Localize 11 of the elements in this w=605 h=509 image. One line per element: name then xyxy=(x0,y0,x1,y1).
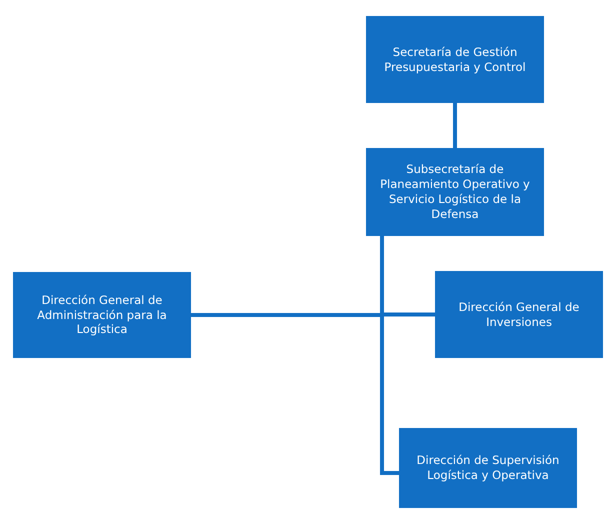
org-unit-label: Dirección de Supervisión Logística y Operativa xyxy=(416,453,560,483)
connector-line xyxy=(453,103,457,148)
org-box xyxy=(399,428,577,508)
org-unit-label: Dirección General de Administración para la Logística xyxy=(36,292,168,338)
org-box xyxy=(13,272,191,358)
org-unit-label: Dirección General de Inversiones xyxy=(458,300,580,330)
org-unit-label: Secretaría de Gestión Presupuestaria y Control xyxy=(383,44,527,74)
org-box xyxy=(435,271,603,358)
org-box xyxy=(366,16,544,103)
org-box xyxy=(366,148,544,236)
org-unit-label: Subsecretaría de Planeamiento Operativo y Servicio Logístico de la Defensa xyxy=(379,162,531,222)
